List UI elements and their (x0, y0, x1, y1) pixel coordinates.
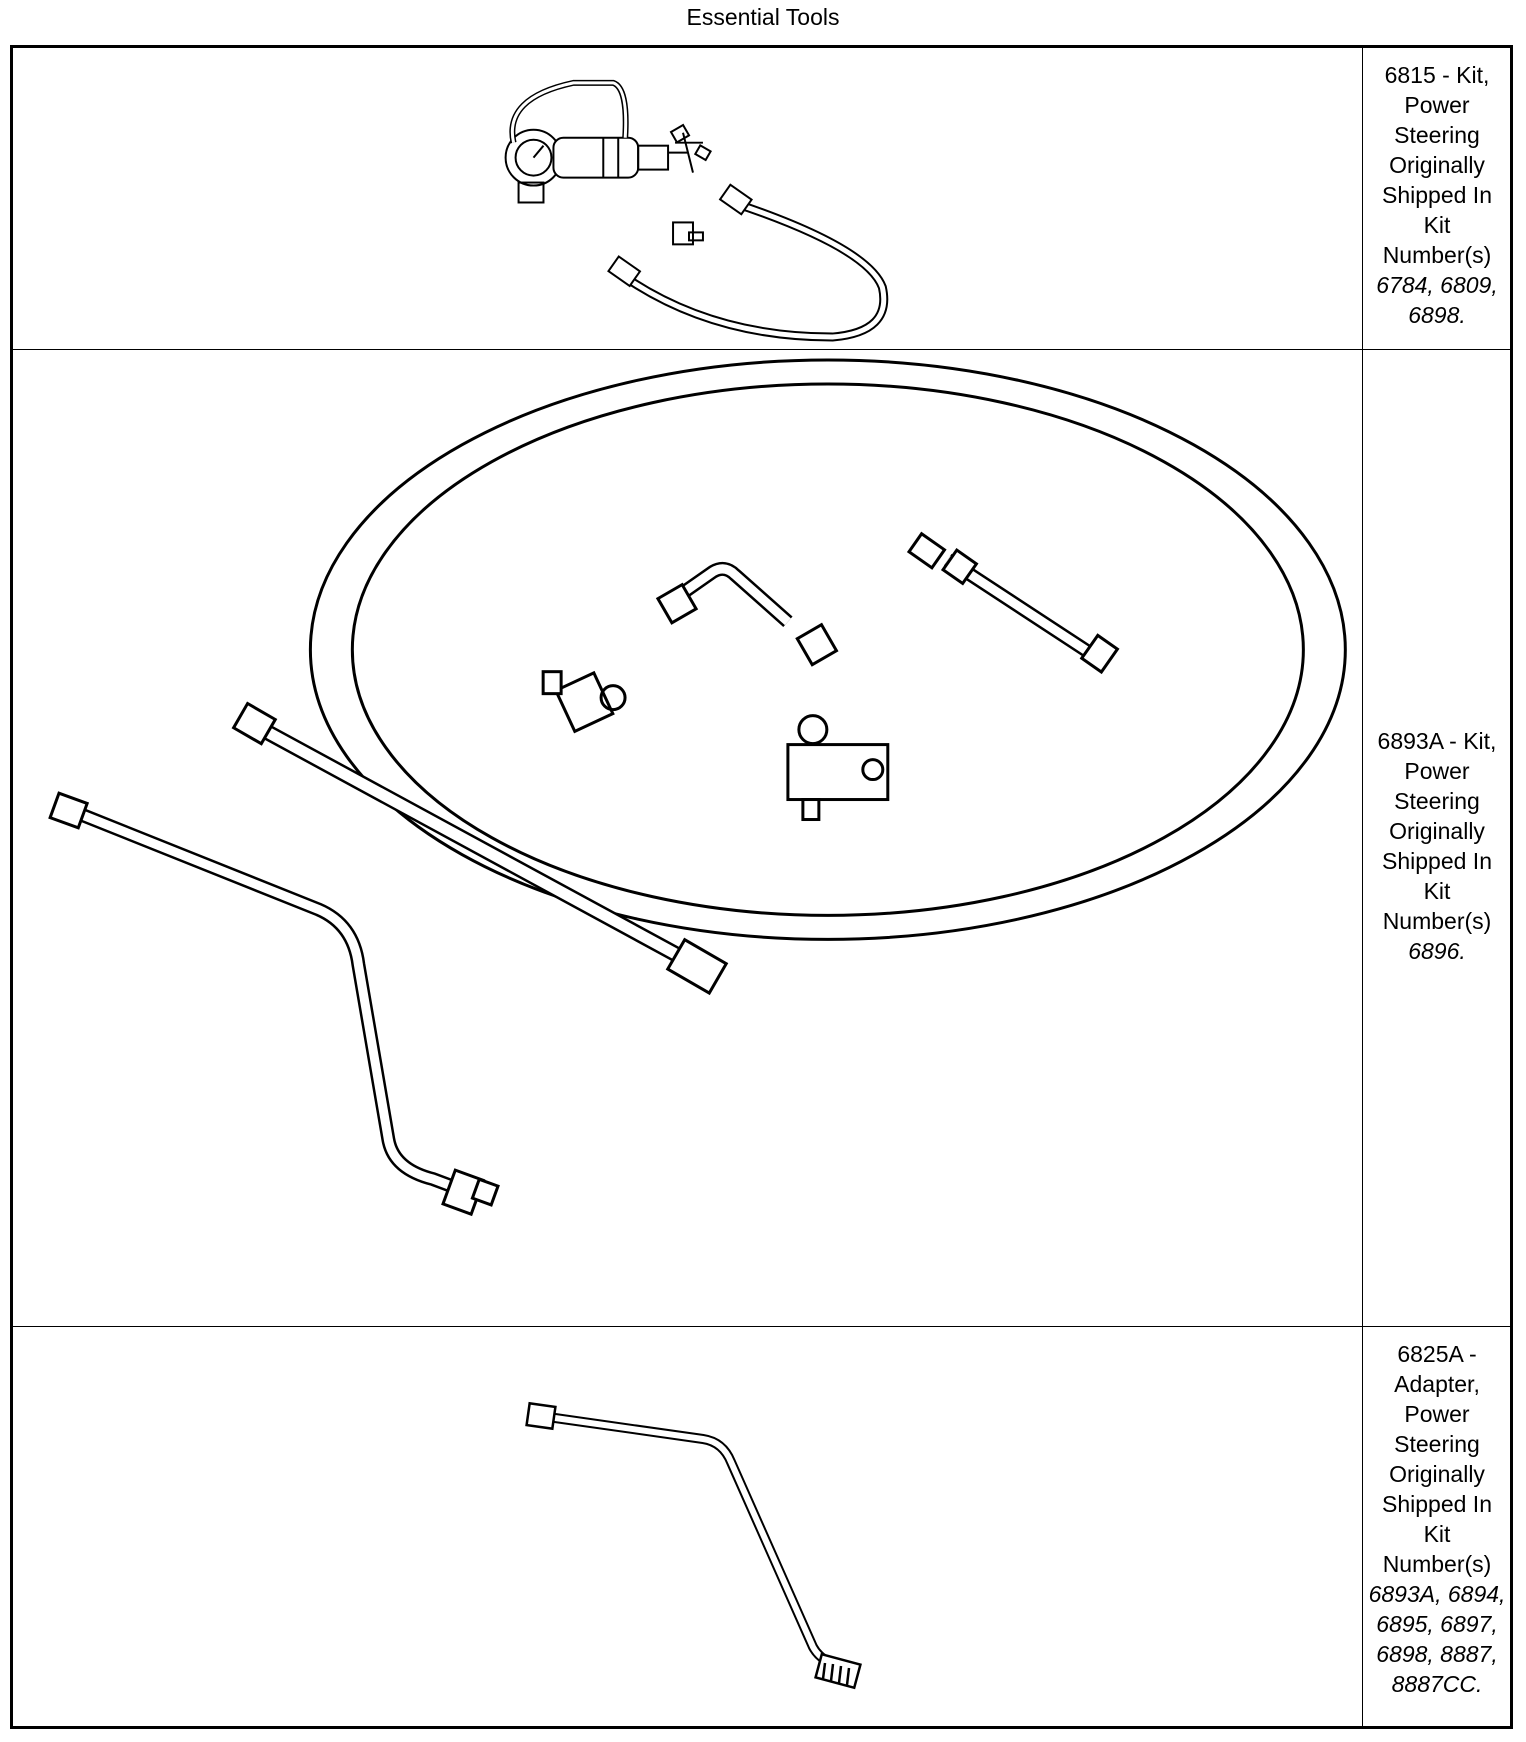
kit-numbers: 6784, 6809, 6898. (1376, 272, 1498, 328)
tool-row-6815: 6815 - Kit, Power Steering Originally Sh… (13, 48, 1510, 350)
power-steering-hose-kit-illustration (48, 358, 1347, 1217)
tool-row-6825a: 6825A - Adapter, Power Steering Original… (13, 1327, 1510, 1726)
tool-illustration-cell (13, 48, 1363, 349)
page-title: Essential Tools (686, 4, 840, 30)
power-steering-gauge-kit-illustration (504, 79, 889, 342)
tool-label: 6825A - Adapter, Power Steering Original… (1382, 1341, 1492, 1577)
tool-description-6893a: 6893A - Kit, Power Steering Originally S… (1364, 350, 1510, 1326)
kit-numbers: 6896. (1408, 938, 1466, 964)
tool-label: 6893A - Kit, Power Steering Originally S… (1377, 728, 1497, 934)
tool-row-6893a: 6893A - Kit, Power Steering Originally S… (13, 350, 1510, 1327)
power-steering-adapter-illustration (525, 1401, 862, 1690)
tool-illustration-cell (13, 350, 1363, 1326)
tool-description-6815: 6815 - Kit, Power Steering Originally Sh… (1364, 48, 1510, 349)
tool-illustration-cell (13, 1327, 1363, 1726)
essential-tools-table: 6815 - Kit, Power Steering Originally Sh… (10, 45, 1513, 1729)
tool-description-6825a: 6825A - Adapter, Power Steering Original… (1364, 1327, 1510, 1726)
tool-label: 6815 - Kit, Power Steering Originally Sh… (1382, 62, 1492, 268)
kit-numbers: 6893A, 6894, 6895, 6897, 6898, 8887, 888… (1368, 1581, 1506, 1697)
